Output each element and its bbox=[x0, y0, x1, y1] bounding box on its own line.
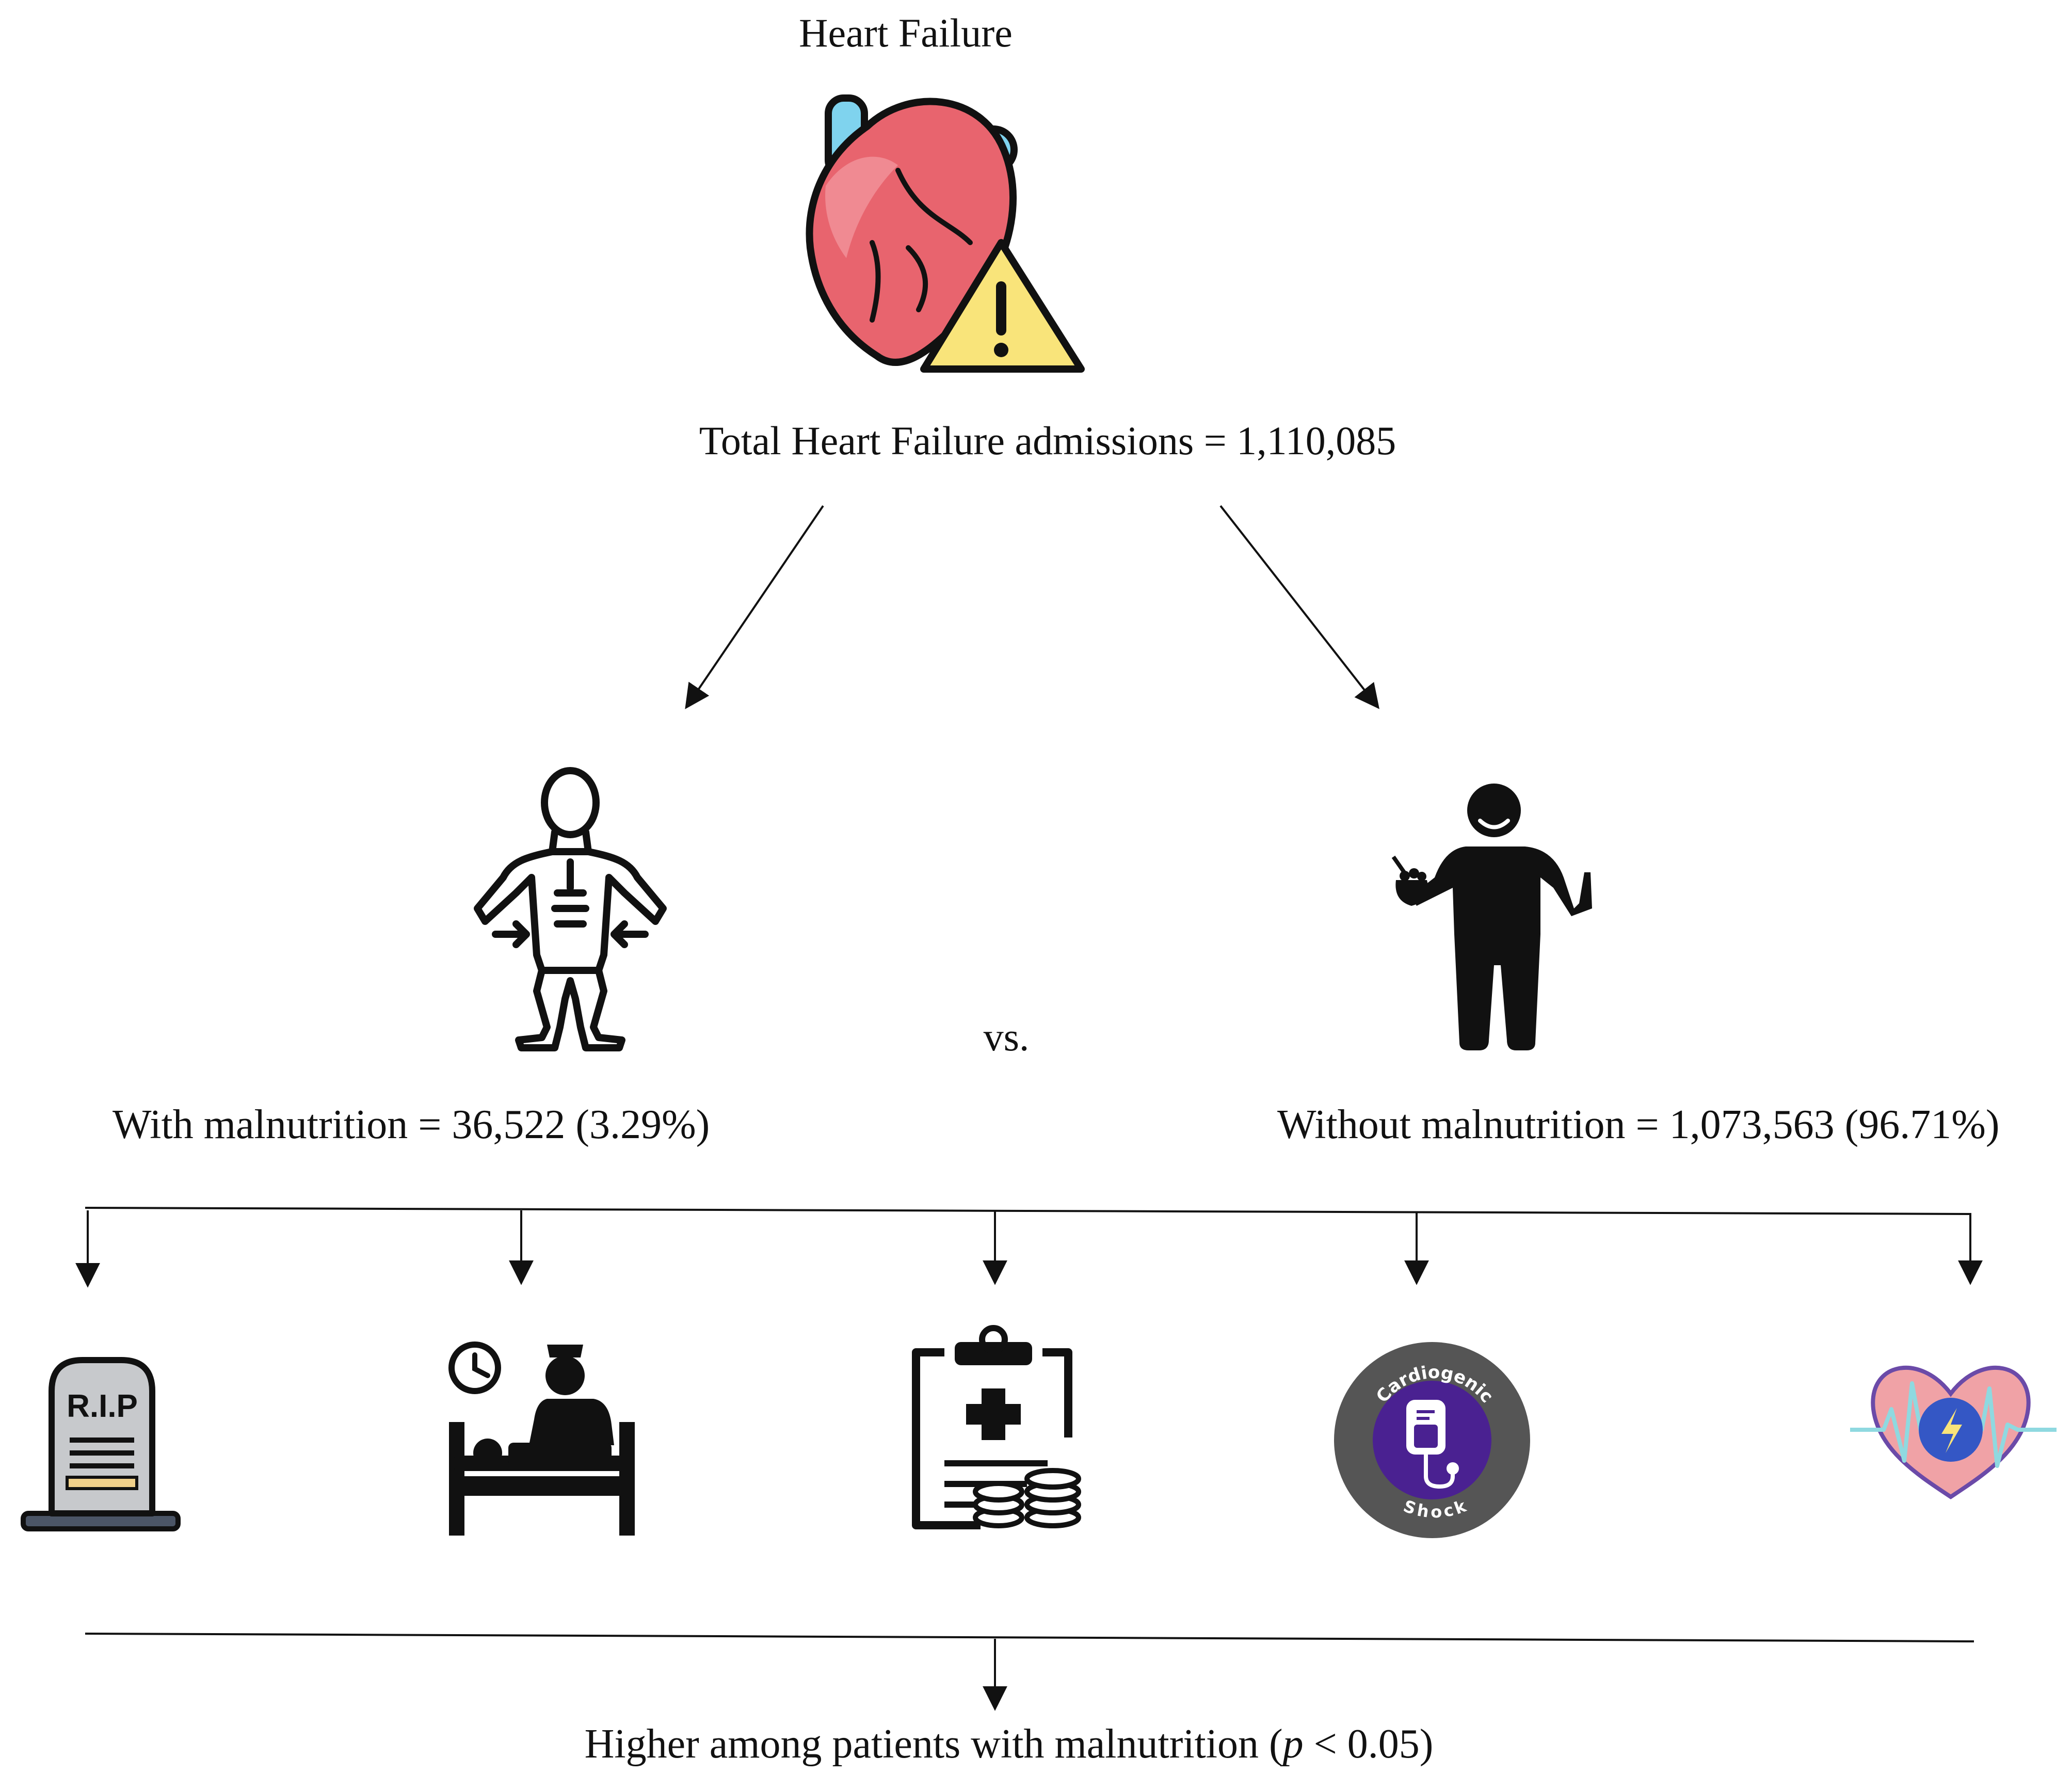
conclusion-suffix: < 0.05) bbox=[1304, 1721, 1434, 1767]
medical-bill-coins-icon bbox=[912, 1325, 1081, 1529]
thin-person-icon bbox=[474, 767, 667, 1051]
person-eating-icon bbox=[1391, 784, 1592, 1050]
without-malnutrition-label: Without malnutrition = 1,073,563 (96.71%… bbox=[1277, 1102, 2000, 1147]
conclusion-prefix: Higher among patients with malnutrition … bbox=[585, 1721, 1283, 1767]
total-admissions-label: Total Heart Failure admissions = 1,110,0… bbox=[699, 418, 1396, 463]
heart-arrhythmia-icon bbox=[1850, 1365, 2057, 1499]
with-malnutrition-label: With malnutrition = 36,522 (3.29%) bbox=[113, 1102, 710, 1147]
heart-warning-icon bbox=[806, 94, 1085, 373]
outcomes-bracket bbox=[85, 1207, 1972, 1215]
tombstone-text: R.I.P bbox=[67, 1388, 138, 1424]
arrow-to-without-malnutrition bbox=[1219, 505, 1379, 709]
cardiogenic-shock-icon: Cardiogenic Shock bbox=[1334, 1342, 1530, 1538]
diagram-title: Heart Failure bbox=[799, 10, 1013, 55]
footer-bracket bbox=[85, 1633, 1974, 1642]
conclusion-p: p bbox=[1280, 1721, 1304, 1767]
arrow-to-with-malnutrition bbox=[685, 505, 824, 709]
conclusion-label: Higher among patients with malnutrition … bbox=[585, 1721, 1434, 1767]
tombstone-icon: R.I.P bbox=[21, 1357, 181, 1531]
hospital-bed-clock-icon bbox=[448, 1341, 635, 1536]
versus-label: vs. bbox=[984, 1014, 1030, 1059]
